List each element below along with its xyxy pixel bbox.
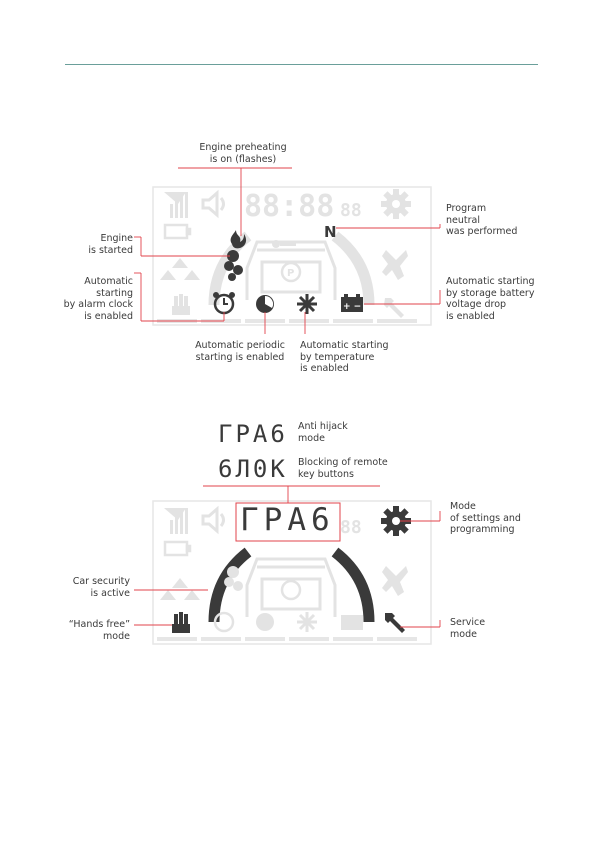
signal-icon [164,192,188,218]
segment-word-antihijack: ГРА6 [218,420,288,448]
hand-icon [172,294,190,315]
alarm-clock-icon-2 [213,611,235,633]
neutral-icon: N [324,223,337,241]
speaker-icon-2 [201,505,225,535]
temperature-icon [297,294,317,314]
header-rule [65,64,538,65]
car-icon-2 [245,557,337,617]
antihijack-icon [382,250,408,280]
periodic-timer-icon-2 [256,613,274,631]
periodic-timer-icon [256,295,274,313]
service-wrench-icon [385,613,405,633]
parking-icon [280,261,302,283]
parking-icon-2 [280,579,302,601]
security-arc-right [331,231,375,306]
bottom-bar-segments-2 [157,637,417,641]
antihijack-icon-2 [382,566,408,596]
hands-free-icon [172,612,190,633]
small-digits: 88 [340,200,362,221]
key-icon [272,240,296,248]
wrench-icon [384,298,404,318]
security-arc-left-active [208,547,252,623]
battery-low-icon-2 [163,540,192,557]
svg-text:+ −: + − [343,302,361,312]
engine-preheat-icon [230,230,247,249]
arrows-icon-2 [160,578,200,600]
battery-low-icon [163,223,192,240]
display-main-text: ГРА6 [240,502,335,538]
clock-digits: 88:88 [244,189,334,224]
security-arc-right-active [331,547,375,623]
settings-gear-icon [381,506,411,536]
small-digits-2: 88 [340,517,362,538]
parking-letter: P [287,268,294,279]
bottom-display-frame [152,500,432,645]
temperature-icon-2 [297,612,317,632]
battery-start-icon-2 [341,615,363,630]
label-hands-free: “Hands free”mode [68,619,130,642]
segment-word-blocking: 6Л0К [218,455,288,483]
signal-icon-2 [164,508,188,534]
top-callout-lines [134,167,441,334]
engine-smoke-icon-2 [224,566,243,591]
battery-start-icon: + − [341,294,363,312]
arrows-icon [160,258,200,280]
bottom-callout-lines [134,485,441,628]
gear-icon [381,189,411,219]
speaker-icon [201,189,225,219]
engine-started-icon [224,250,243,281]
